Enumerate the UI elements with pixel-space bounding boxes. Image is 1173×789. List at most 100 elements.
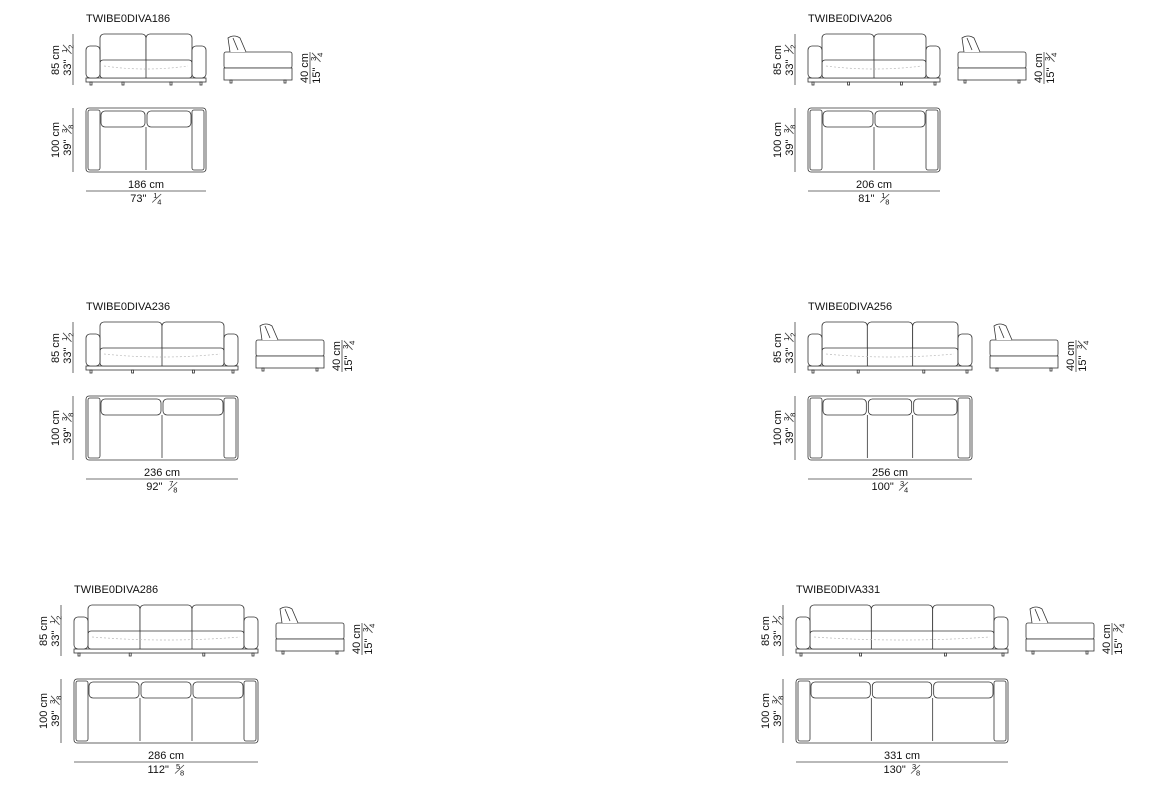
depth-inch: 39" 38 bbox=[770, 695, 786, 727]
plan-view bbox=[73, 678, 259, 744]
left-arm bbox=[807, 333, 823, 367]
front-leg bbox=[944, 652, 947, 657]
height-inch-whole: 33" bbox=[784, 347, 796, 363]
depth-inch: 39" 38 bbox=[782, 412, 798, 444]
depth-inch-slash bbox=[772, 695, 782, 706]
height-inch-den: 2 bbox=[777, 616, 786, 620]
seat-height-inch-num: 3 bbox=[1043, 57, 1052, 61]
height-inch: 33" 12 bbox=[48, 615, 64, 647]
depth-inch-num: 3 bbox=[48, 700, 57, 704]
side-back-seam bbox=[284, 608, 291, 622]
depth-inch-den: 8 bbox=[777, 696, 786, 700]
seat-height-inch-whole: 15" bbox=[363, 638, 375, 654]
right-arm bbox=[191, 45, 207, 79]
front-leg bbox=[77, 652, 81, 657]
height-inch: 33" 12 bbox=[770, 615, 786, 647]
front-leg bbox=[231, 369, 235, 374]
front-leg bbox=[933, 81, 937, 86]
side-leg bbox=[995, 367, 999, 372]
side-view bbox=[223, 35, 293, 84]
front-leg bbox=[799, 652, 803, 657]
width-inch: 130" 38 bbox=[884, 762, 921, 778]
side-view bbox=[957, 35, 1027, 84]
width-cm: 236 cm bbox=[144, 467, 180, 479]
height-inch-whole: 33" bbox=[62, 59, 74, 75]
back-cushion bbox=[932, 604, 995, 636]
side-back-seam bbox=[998, 325, 1005, 339]
width-inch-den: 8 bbox=[916, 769, 920, 778]
depth-inch-slash bbox=[62, 412, 72, 423]
seat-height-inch-den: 4 bbox=[316, 53, 325, 57]
seat-height-inch-slash bbox=[1045, 52, 1055, 63]
width-inch-den: 8 bbox=[885, 198, 889, 207]
seat-height-inch-den: 4 bbox=[1082, 341, 1091, 345]
width-cm: 331 cm bbox=[884, 750, 920, 762]
front-base bbox=[807, 77, 941, 83]
seat-height-cm: 40 cm bbox=[331, 341, 343, 371]
front-leg bbox=[847, 81, 850, 86]
plan-view bbox=[807, 107, 941, 173]
depth-inch: 39" 38 bbox=[60, 124, 76, 156]
front-view bbox=[795, 604, 1009, 657]
back-cushion bbox=[161, 321, 225, 353]
left-arm bbox=[795, 616, 811, 650]
side-seat bbox=[989, 339, 1059, 357]
plan-back-cushion bbox=[822, 398, 867, 416]
width-inch-whole: 73" bbox=[130, 193, 146, 205]
front-leg bbox=[169, 81, 173, 86]
side-seat bbox=[275, 622, 345, 640]
seat-height-cm: 40 cm bbox=[351, 624, 363, 654]
height-inch: 33" 12 bbox=[60, 332, 76, 364]
model-code: TWIBE0DIVA236 bbox=[86, 301, 170, 313]
height-inch-whole: 33" bbox=[50, 630, 62, 646]
width-inch: 112" 58 bbox=[148, 762, 185, 778]
height-inch-whole: 33" bbox=[62, 347, 74, 363]
height-inch-den: 2 bbox=[789, 333, 798, 337]
height-inch: 33" 12 bbox=[60, 44, 76, 76]
front-leg bbox=[1001, 652, 1005, 657]
depth-inch-whole: 39" bbox=[62, 139, 74, 155]
seat-height-inch: 15" 34 bbox=[1043, 52, 1059, 84]
seat-height-inch-slash bbox=[1113, 623, 1123, 634]
width-inch-num: 7 bbox=[169, 479, 173, 488]
height-inch-den: 2 bbox=[55, 616, 64, 620]
plan-left-arm bbox=[809, 109, 823, 171]
depth-inch: 39" 38 bbox=[60, 412, 76, 444]
model-code: TWIBE0DIVA331 bbox=[796, 584, 880, 596]
seat-height-inch-whole: 15" bbox=[1045, 67, 1057, 83]
depth-inch-num: 3 bbox=[782, 417, 791, 421]
seat-height-inch-num: 3 bbox=[1111, 628, 1120, 632]
width-inch: 73" 14 bbox=[130, 191, 162, 207]
width-inch-slash bbox=[174, 764, 185, 774]
model-code: TWIBE0DIVA206 bbox=[808, 13, 892, 25]
model-code: TWIBE0DIVA256 bbox=[808, 301, 892, 313]
front-leg bbox=[922, 369, 926, 374]
plan-right-arm bbox=[243, 680, 257, 742]
seat-height-inch: 15" 34 bbox=[341, 340, 357, 372]
depth-cm: 100 cm bbox=[772, 410, 784, 446]
front-view bbox=[85, 321, 239, 374]
front-leg bbox=[128, 652, 132, 657]
seat-height-inch-den: 4 bbox=[368, 624, 377, 628]
front-base bbox=[85, 365, 239, 371]
side-seat bbox=[1025, 622, 1095, 640]
seat-curve bbox=[813, 636, 991, 641]
side-back-cushion bbox=[227, 35, 247, 53]
width-inch-num: 1 bbox=[881, 191, 885, 200]
back-cushion bbox=[99, 321, 163, 353]
front-leg bbox=[856, 369, 860, 374]
plan-back-cushion bbox=[822, 110, 874, 128]
width-inch-whole: 130" bbox=[884, 764, 906, 776]
depth-inch-den: 8 bbox=[789, 125, 798, 129]
side-leg bbox=[1017, 79, 1021, 84]
seat-height-inch-slash bbox=[363, 623, 373, 634]
left-arm bbox=[85, 333, 101, 367]
side-leg bbox=[1085, 650, 1089, 655]
depth-inch-whole: 39" bbox=[772, 710, 784, 726]
side-view bbox=[255, 323, 325, 372]
left-arm bbox=[807, 45, 823, 79]
depth-inch-num: 3 bbox=[60, 129, 69, 133]
left-arm bbox=[73, 616, 89, 650]
depth-inch-num: 3 bbox=[782, 129, 791, 133]
